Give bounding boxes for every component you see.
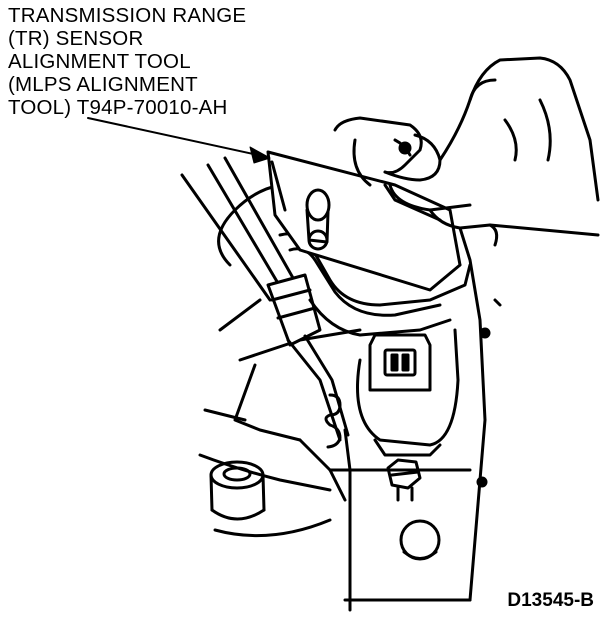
plug: [399, 519, 441, 561]
callout-line: TOOL) T94P-70010-AH: [8, 96, 228, 119]
cylinder-stud: [209, 460, 266, 521]
callout-line: ALIGNMENT TOOL: [8, 50, 191, 73]
callout-line: TRANSMISSION RANGE: [8, 4, 247, 27]
alignment-tool: [266, 150, 462, 292]
callout-label: TRANSMISSION RANGE (TR) SENSOR ALIGNMENT…: [8, 4, 246, 119]
transmission-case: [198, 183, 472, 612]
mounting-bolt: [386, 458, 422, 502]
callout-line: (MLPS ALIGNMENT: [8, 73, 198, 96]
shift-rod: [180, 156, 350, 442]
leader-arrow: [87, 117, 271, 164]
sensor-connector: [356, 328, 460, 457]
callout-line: (TR) SENSOR: [8, 27, 144, 50]
figure-id: D13545-B: [507, 590, 594, 611]
notched-edge: [324, 393, 342, 449]
hand: [333, 56, 600, 602]
